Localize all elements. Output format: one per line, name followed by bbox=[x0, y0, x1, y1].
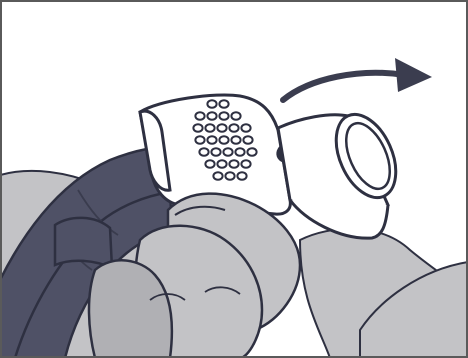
vent-hole bbox=[235, 148, 244, 156]
vent-hole bbox=[219, 112, 228, 120]
vent-hole bbox=[243, 136, 252, 144]
vent-hole bbox=[223, 148, 232, 156]
vent-hole bbox=[217, 160, 226, 168]
vent-hole bbox=[241, 160, 250, 168]
vent-hole bbox=[205, 160, 214, 168]
vent-hole bbox=[247, 148, 256, 156]
vent-hole bbox=[211, 148, 220, 156]
vent-hole bbox=[241, 124, 250, 132]
vent-hole bbox=[193, 124, 202, 132]
vent-hole bbox=[219, 100, 228, 108]
vent-hole bbox=[195, 136, 204, 144]
vent-hole bbox=[229, 160, 238, 168]
vent-hole bbox=[219, 136, 228, 144]
vent-hole bbox=[229, 124, 238, 132]
vent-hole bbox=[225, 172, 234, 180]
vent-hole bbox=[207, 100, 216, 108]
vent-hole bbox=[205, 124, 214, 132]
vent-hole bbox=[207, 112, 216, 120]
vent-hole bbox=[207, 136, 216, 144]
vent-hole bbox=[213, 172, 222, 180]
strap-buckle bbox=[55, 218, 112, 268]
vent-hole bbox=[231, 112, 240, 120]
vent-hole bbox=[217, 124, 226, 132]
vent-hole bbox=[237, 172, 246, 180]
vent-hole bbox=[199, 148, 208, 156]
vent-hole bbox=[195, 112, 204, 120]
vent-hole bbox=[231, 136, 240, 144]
